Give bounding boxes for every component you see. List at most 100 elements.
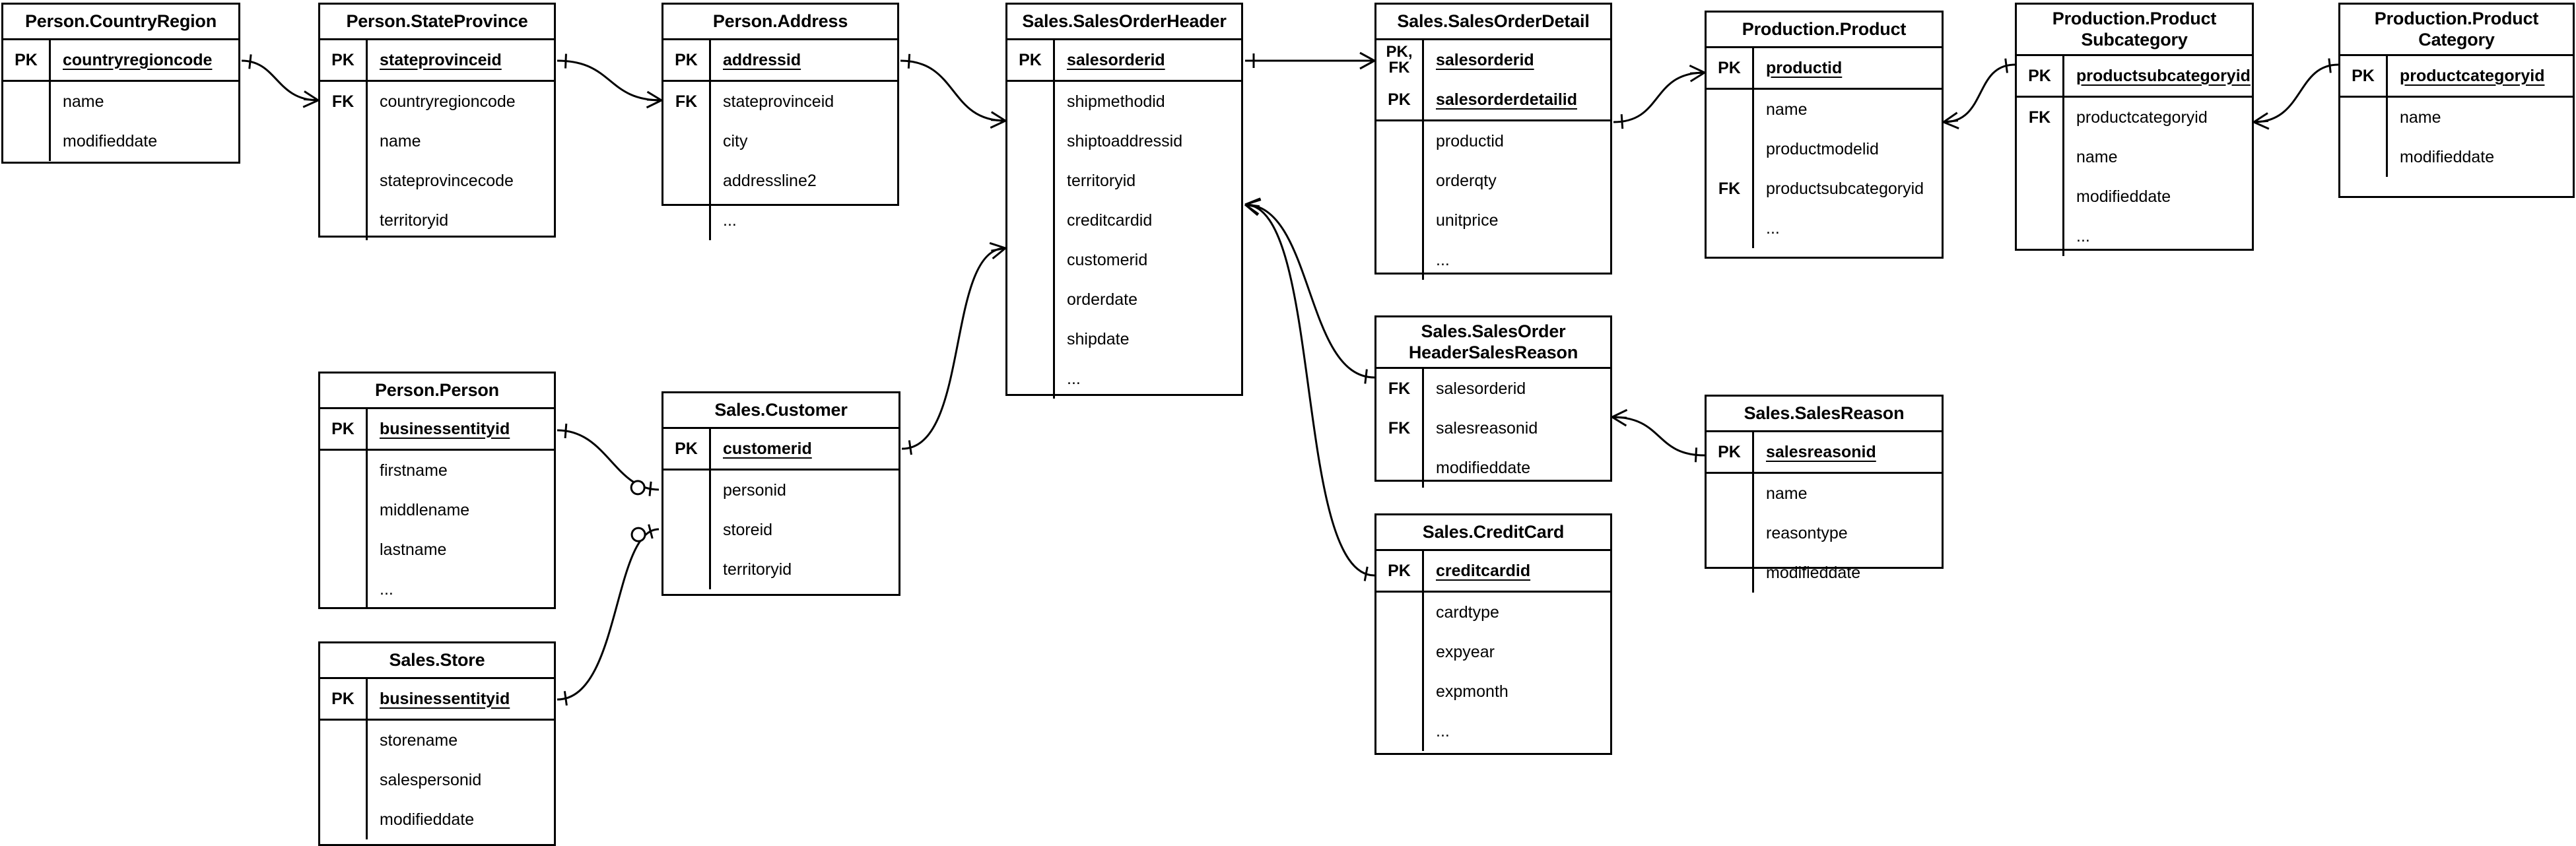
entity-field-row: ... [368, 569, 554, 609]
key-label [1007, 82, 1053, 121]
entity-field-row: reasontype [1754, 513, 1942, 553]
key-label [663, 201, 709, 240]
primary-key-field: salesorderdetailid [1436, 90, 1577, 109]
primary-key-field: stateprovinceid [380, 50, 502, 69]
key-label: FK [1388, 379, 1411, 398]
key-label [2340, 137, 2386, 177]
key-column [663, 471, 711, 589]
key-label [1707, 474, 1752, 513]
entity-field: expyear [1436, 642, 1495, 661]
entity-key-section: PK creditcardid [1376, 551, 1610, 591]
entity-field: ... [380, 579, 393, 599]
key-label [1376, 593, 1422, 632]
key-label [320, 800, 366, 839]
entity-field: ... [1436, 250, 1450, 269]
entity-field: territoryid [380, 211, 449, 230]
key-label [1376, 672, 1422, 711]
entity-field: creditcardid [1067, 211, 1153, 230]
key-label: PK [15, 50, 38, 69]
entity-field-row: productsubcategoryid [1754, 169, 1942, 209]
entity-field-row: addressid [711, 40, 897, 80]
entity-field: modifieddate [2400, 147, 2495, 166]
entity-field-row: salesorderid [1055, 40, 1241, 80]
entity-field-row: personid [711, 471, 898, 510]
entity-field: shiptoaddressid [1067, 131, 1183, 150]
relationship-stateprovince-address [557, 53, 662, 109]
entity-field-row: creditcardid [1424, 551, 1610, 591]
entity-field-row: name [368, 121, 554, 161]
entity-field: lastname [380, 540, 447, 559]
entity-field-row: stateprovinceid [711, 82, 897, 121]
primary-key-field: creditcardid [1436, 561, 1531, 580]
key-column: PK [1376, 551, 1424, 591]
entity-field: stateprovinceid [723, 92, 834, 111]
key-label [1707, 209, 1752, 248]
field-column: stateprovinceid [368, 40, 554, 80]
entity-field-row: salesorderdetailid [1424, 80, 1610, 119]
key-label: PK [331, 689, 355, 708]
entity-field: cardtype [1436, 602, 1499, 622]
key-label [1007, 240, 1053, 280]
key-label [2017, 137, 2062, 177]
entity-field-row: name [1754, 474, 1942, 513]
entity-field-row: salesreasonid [1754, 432, 1942, 472]
key-label [2340, 98, 2386, 137]
field-column: creditcardid [1424, 551, 1610, 591]
entity-field-row: addressline2 [711, 161, 897, 201]
entity-field: personid [723, 480, 786, 500]
entity-title: Sales.SalesOrderHeader [1007, 5, 1241, 40]
primary-key-field: customerid [723, 439, 812, 458]
key-label [320, 760, 366, 800]
relationship-address-salesorderheader [900, 53, 1006, 129]
field-column: businessentityid [368, 679, 554, 719]
entity-field-row: expmonth [1424, 672, 1610, 711]
key-label [320, 721, 366, 760]
key-label [1376, 711, 1422, 751]
key-column: PK [320, 409, 368, 449]
entity-field-row: productsubcategoryid [2064, 56, 2252, 96]
entity-field-row: firstname [368, 451, 554, 490]
key-label: PK [2352, 66, 2375, 85]
field-column: productsubcategoryid [2064, 56, 2252, 96]
key-column: FK [320, 82, 368, 240]
entity-field: salesorderid [1436, 379, 1526, 398]
entity-title: Person.StateProvince [320, 5, 554, 40]
entity-field-row: customerid [1055, 240, 1241, 280]
entity-field: salesreasonid [1436, 418, 1538, 438]
entity-field-row: productcategoryid [2388, 56, 2573, 96]
primary-key-field: productid [1766, 58, 1843, 77]
entity-field-row: cardtype [1424, 593, 1610, 632]
entity-field: stateprovincecode [380, 171, 514, 190]
relationship-productcategory-productsubcategory [2253, 58, 2339, 130]
field-column: salesorderid [1055, 40, 1241, 80]
key-column [1007, 82, 1055, 399]
entity-field-row: name [51, 82, 238, 121]
key-column: PK [663, 40, 711, 80]
